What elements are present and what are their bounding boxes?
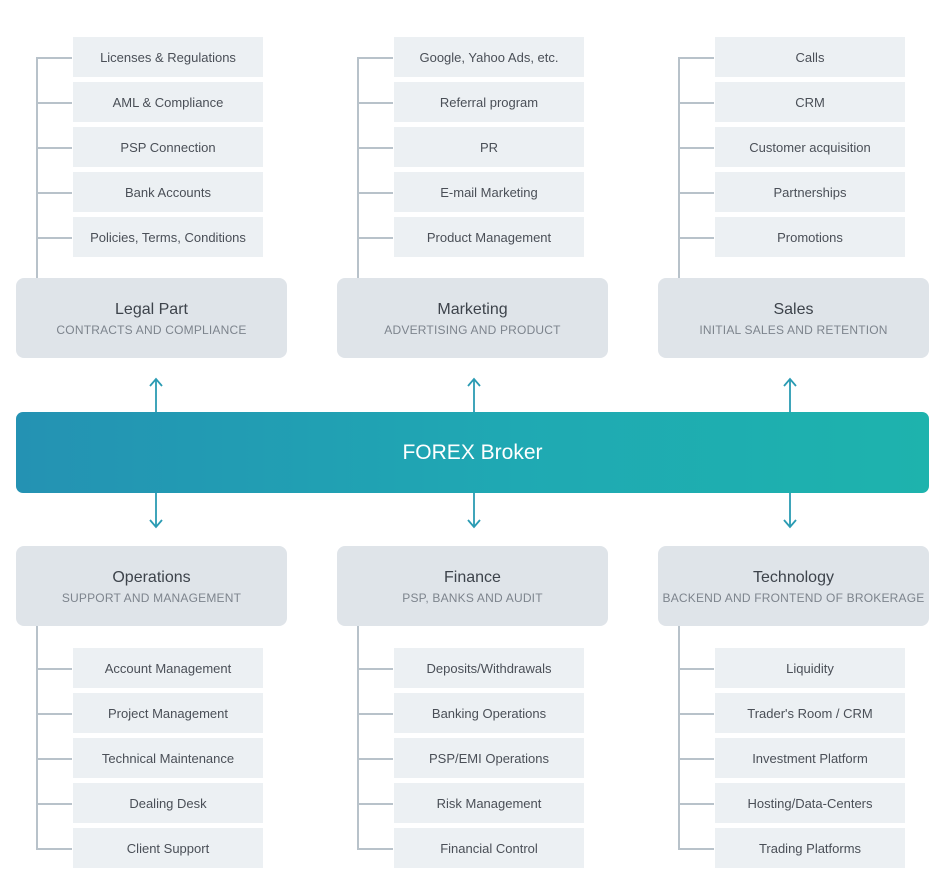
tree-connector-sales (678, 57, 680, 278)
list-item: Promotions (715, 217, 905, 257)
tree-branch (678, 668, 714, 670)
tree-branch (36, 147, 72, 149)
list-item: Deposits/Withdrawals (394, 648, 584, 688)
arrow-up-legal (149, 377, 163, 412)
list-item: Policies, Terms, Conditions (73, 217, 263, 257)
list-item: Partnerships (715, 172, 905, 212)
list-item: AML & Compliance (73, 82, 263, 122)
tree-branch (36, 192, 72, 194)
department-title: Technology (753, 568, 834, 586)
list-item: Hosting/Data-Centers (715, 783, 905, 823)
list-item: Banking Operations (394, 693, 584, 733)
list-item: Client Support (73, 828, 263, 868)
tree-branch (678, 713, 714, 715)
tree-connector-marketing (357, 57, 359, 278)
list-item: PSP Connection (73, 127, 263, 167)
tree-branch (357, 237, 393, 239)
arrow-up-marketing (467, 377, 481, 412)
list-item: Calls (715, 37, 905, 77)
department-title: Operations (112, 568, 191, 586)
list-item: Product Management (394, 217, 584, 257)
department-subtitle: CONTRACTS AND COMPLIANCE (56, 322, 247, 337)
list-item: Trading Platforms (715, 828, 905, 868)
tree-branch (36, 237, 72, 239)
list-item: Referral program (394, 82, 584, 122)
list-item: Google, Yahoo Ads, etc. (394, 37, 584, 77)
department-operations: Operations SUPPORT AND MANAGEMENT (16, 546, 287, 626)
list-item: Account Management (73, 648, 263, 688)
tree-branch (36, 668, 72, 670)
tree-branch (357, 848, 393, 850)
list-item: Bank Accounts (73, 172, 263, 212)
tree-branch (357, 758, 393, 760)
arrow-up-sales (783, 377, 797, 412)
broker-title: FOREX Broker (402, 440, 543, 464)
tree-branch (357, 713, 393, 715)
arrow-down-technology (783, 493, 797, 529)
list-item: E-mail Marketing (394, 172, 584, 212)
list-item: Project Management (73, 693, 263, 733)
list-item: Financial Control (394, 828, 584, 868)
tree-branch (357, 192, 393, 194)
department-title: Finance (444, 568, 501, 586)
tree-branch (678, 102, 714, 104)
tree-branch (678, 848, 714, 850)
department-subtitle: INITIAL SALES AND RETENTION (699, 322, 888, 337)
department-technology: Technology BACKEND AND FRONTEND OF BROKE… (658, 546, 929, 626)
arrow-down-operations (149, 493, 163, 529)
tree-connector-operations (36, 626, 38, 848)
list-item: Customer acquisition (715, 127, 905, 167)
tree-connector-finance (357, 626, 359, 848)
department-title: Marketing (437, 300, 508, 318)
tree-branch (36, 848, 72, 850)
tree-branch (678, 57, 714, 59)
tree-connector-legal (36, 57, 38, 278)
tree-branch (678, 237, 714, 239)
tree-branch (678, 192, 714, 194)
department-finance: Finance PSP, BANKS AND AUDIT (337, 546, 608, 626)
list-item: Technical Maintenance (73, 738, 263, 778)
tree-branch (357, 803, 393, 805)
arrow-down-finance (467, 493, 481, 529)
department-subtitle: BACKEND AND FRONTEND OF BROKERAGE (662, 590, 925, 605)
department-sales: Sales INITIAL SALES AND RETENTION (658, 278, 929, 358)
department-title: Sales (773, 300, 814, 318)
list-item: Dealing Desk (73, 783, 263, 823)
department-subtitle: PSP, BANKS AND AUDIT (402, 590, 543, 605)
tree-branch (36, 713, 72, 715)
list-item: Investment Platform (715, 738, 905, 778)
department-title: Legal Part (115, 300, 188, 318)
tree-connector-technology (678, 626, 680, 848)
list-item: PSP/EMI Operations (394, 738, 584, 778)
list-item: Licenses & Regulations (73, 37, 263, 77)
list-item: PR (394, 127, 584, 167)
tree-branch (678, 147, 714, 149)
tree-branch (357, 102, 393, 104)
tree-branch (36, 57, 72, 59)
tree-branch (36, 758, 72, 760)
department-marketing: Marketing ADVERTISING AND PRODUCT (337, 278, 608, 358)
list-item: Risk Management (394, 783, 584, 823)
tree-branch (678, 803, 714, 805)
list-item: Liquidity (715, 648, 905, 688)
tree-branch (678, 758, 714, 760)
tree-branch (357, 147, 393, 149)
tree-branch (36, 102, 72, 104)
forex-broker-bar: FOREX Broker (16, 412, 929, 493)
tree-branch (357, 668, 393, 670)
list-item: CRM (715, 82, 905, 122)
department-subtitle: SUPPORT AND MANAGEMENT (61, 590, 242, 605)
tree-branch (36, 803, 72, 805)
list-item: Trader's Room / CRM (715, 693, 905, 733)
tree-branch (357, 57, 393, 59)
department-subtitle: ADVERTISING AND PRODUCT (384, 322, 561, 337)
department-legal: Legal Part CONTRACTS AND COMPLIANCE (16, 278, 287, 358)
